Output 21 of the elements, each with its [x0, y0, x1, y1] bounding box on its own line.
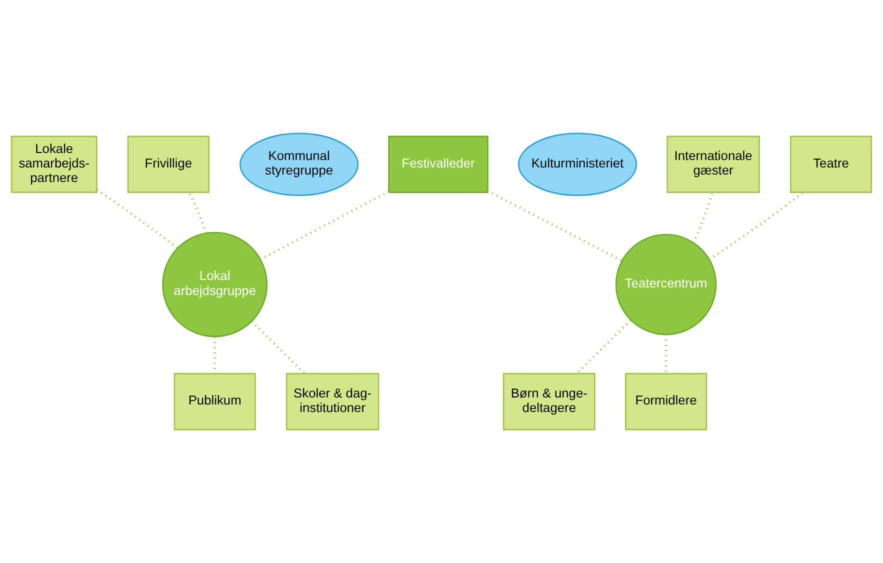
node-box: Teatre [790, 136, 872, 193]
connector [188, 192, 208, 234]
connector [250, 320, 306, 374]
node-circle: Teatercentrum [615, 234, 717, 336]
node-ellipse: Kulturministeriet [518, 132, 638, 196]
connector [708, 191, 804, 260]
connector [96, 188, 178, 249]
connector [576, 319, 632, 375]
node-box: Frivillige [127, 136, 210, 193]
node-box: Publikum [174, 373, 256, 430]
node-box: Internationale gæster [666, 136, 760, 193]
node-box: Børn & unge- deltagere [502, 373, 596, 430]
node-box: Skoler & dag- institutioner [286, 373, 380, 430]
connector [260, 190, 390, 260]
node-ellipse: Kommunal styregruppe [240, 132, 359, 196]
connector [487, 190, 623, 262]
node-box: Festivalleder [388, 136, 488, 193]
node-box: Formidlere [624, 373, 708, 430]
node-circle: Lokal arbejdsgruppe [162, 232, 268, 338]
node-box: Lokale samarbejds- partnere [10, 136, 98, 193]
connector [692, 192, 714, 244]
